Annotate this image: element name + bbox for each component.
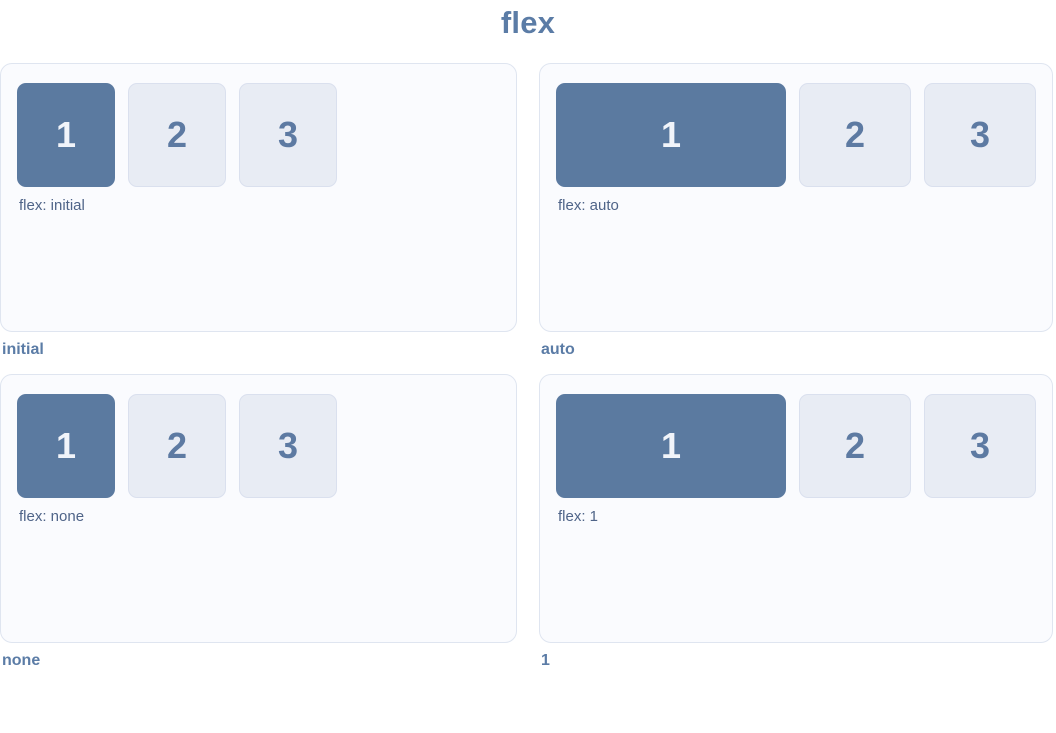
demo-panel-none: 1 2 3 flex: none — [0, 374, 517, 643]
flex-item-3: 3 — [924, 394, 1036, 498]
flex-item-1: 1 — [556, 83, 786, 187]
panel-value-label: initial — [2, 341, 44, 358]
panel-caption: flex: none — [19, 508, 85, 525]
flex-item-2: 2 — [799, 83, 911, 187]
demo-cell-1: 1 2 3 flex: 1 1 — [539, 374, 1053, 685]
page-title: flex — [500, 5, 556, 40]
panel-value-label: none — [2, 652, 41, 669]
demo-panel-1: 1 2 3 flex: 1 — [539, 374, 1053, 643]
demo-panel-initial: 1 2 3 flex: initial — [0, 63, 517, 332]
demo-panel-auto: 1 2 3 flex: auto — [539, 63, 1053, 332]
demo-grid: 1 2 3 flex: initial initial 1 2 3 flex: … — [0, 63, 1056, 685]
flex-item-1: 1 — [17, 83, 115, 187]
flex-items-row: 1 2 3 — [556, 394, 1036, 498]
flex-item-2: 2 — [128, 83, 226, 187]
demo-cell-none: 1 2 3 flex: none none — [0, 374, 517, 685]
flex-item-3: 3 — [924, 83, 1036, 187]
flex-item-3: 3 — [239, 394, 337, 498]
flex-item-1: 1 — [17, 394, 115, 498]
flex-item-1: 1 — [556, 394, 786, 498]
demo-cell-initial: 1 2 3 flex: initial initial — [0, 63, 517, 374]
flex-items-row: 1 2 3 — [556, 83, 1036, 187]
flex-items-row: 1 2 3 — [17, 83, 500, 187]
flex-item-2: 2 — [128, 394, 226, 498]
panel-value-label: auto — [541, 341, 575, 358]
flex-item-3: 3 — [239, 83, 337, 187]
panel-value-label: 1 — [541, 652, 550, 669]
panel-caption: flex: auto — [558, 197, 619, 214]
panel-caption: flex: initial — [19, 197, 85, 214]
flex-item-2: 2 — [799, 394, 911, 498]
panel-caption: flex: 1 — [558, 508, 599, 525]
demo-cell-auto: 1 2 3 flex: auto auto — [539, 63, 1053, 374]
flex-demo-page: flex 1 2 3 flex: initial initial 1 2 3 f — [0, 5, 1056, 685]
flex-items-row: 1 2 3 — [17, 394, 500, 498]
